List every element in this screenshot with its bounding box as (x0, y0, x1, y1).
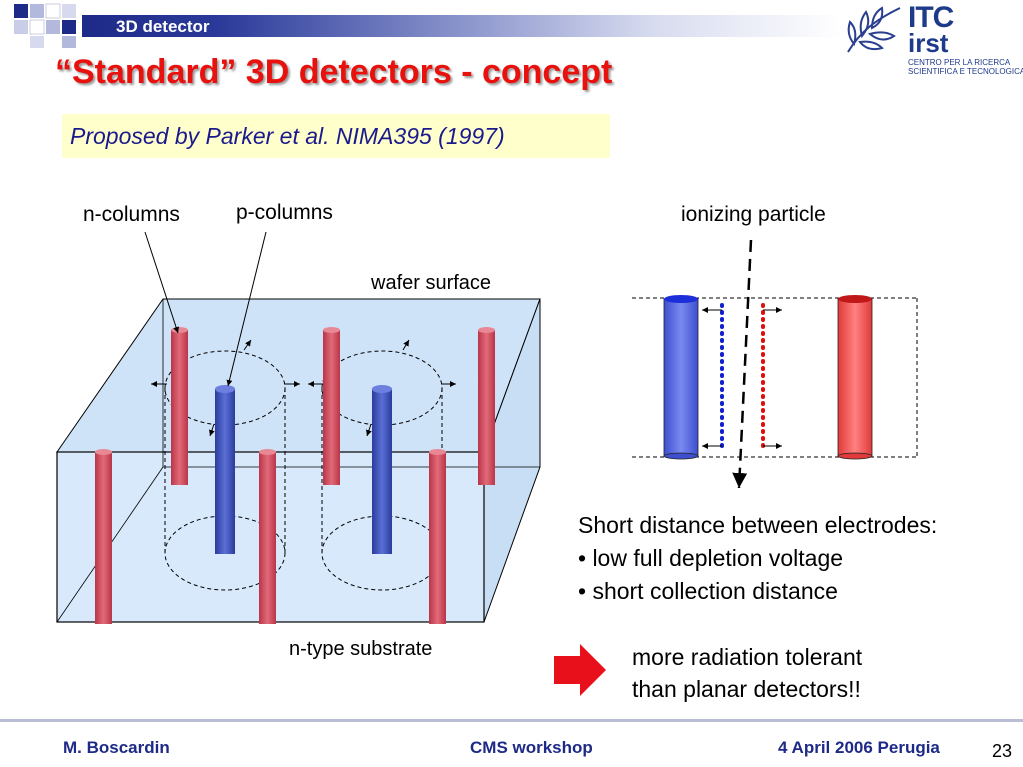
leaf-logo-icon (847, 6, 901, 53)
header-square (62, 36, 76, 48)
footer-rule (0, 719, 1023, 722)
n-column (259, 449, 276, 624)
footer-date: 4 April 2006 Perugia (778, 738, 940, 757)
n-column (95, 449, 112, 624)
field-arrow (209, 423, 215, 437)
conclusion-line: more radiation tolerant (632, 644, 863, 670)
header-square (30, 4, 44, 18)
substrate-label: n-type substrate (289, 638, 433, 660)
summary-bullet: • low full depletion voltage (578, 545, 844, 571)
slide-title: “Standard” 3D detectors - concept (55, 53, 613, 91)
field-arrow (402, 339, 410, 351)
n-column (323, 327, 340, 485)
header-decoration (14, 3, 76, 48)
citation-text: Proposed by Parker et al. NIMA395 (1997) (70, 123, 505, 149)
logo-text: irst (908, 28, 949, 58)
p-electrode (663, 295, 699, 460)
page-number: 23 (992, 741, 1013, 761)
p-column (372, 385, 392, 554)
header-square (62, 4, 76, 18)
footer-event: CMS workshop (470, 738, 593, 757)
conclusion-line: than planar detectors!! (632, 676, 861, 702)
n-electrode (837, 295, 873, 460)
header-square (14, 4, 28, 18)
citation-box (62, 114, 610, 158)
summary-heading: Short distance between electrodes: (578, 512, 938, 538)
header-square (30, 36, 44, 48)
n-column (478, 327, 495, 485)
header-square (62, 20, 76, 34)
field-arrow (243, 339, 252, 351)
particle-track (732, 239, 753, 489)
header-square (45, 3, 61, 19)
n-columns-leader (144, 231, 179, 334)
field-arrow (366, 423, 372, 437)
header-strip (82, 15, 842, 37)
p-columns-label: p-columns (236, 201, 333, 224)
summary-bullet: • short collection distance (578, 578, 838, 604)
header-square (29, 19, 45, 35)
header-square (14, 20, 28, 34)
header-square (46, 20, 60, 34)
particle-label: ionizing particle (681, 203, 826, 226)
logo-subtitle: CENTRO PER LA RICERCA (908, 58, 1011, 67)
p-column (215, 385, 235, 554)
footer-author: M. Boscardin (63, 738, 170, 757)
p-columns-leader (226, 231, 267, 387)
section-label: 3D detector (116, 17, 210, 36)
wafer-surface-label: wafer surface (371, 272, 492, 294)
n-columns-label: n-columns (83, 203, 180, 226)
n-column (429, 449, 446, 624)
right-arrow-icon (554, 644, 606, 696)
logo-subtitle: SCIENTIFICA E TECNOLOGICA (908, 67, 1023, 76)
logo-text: ITC (908, 1, 954, 34)
